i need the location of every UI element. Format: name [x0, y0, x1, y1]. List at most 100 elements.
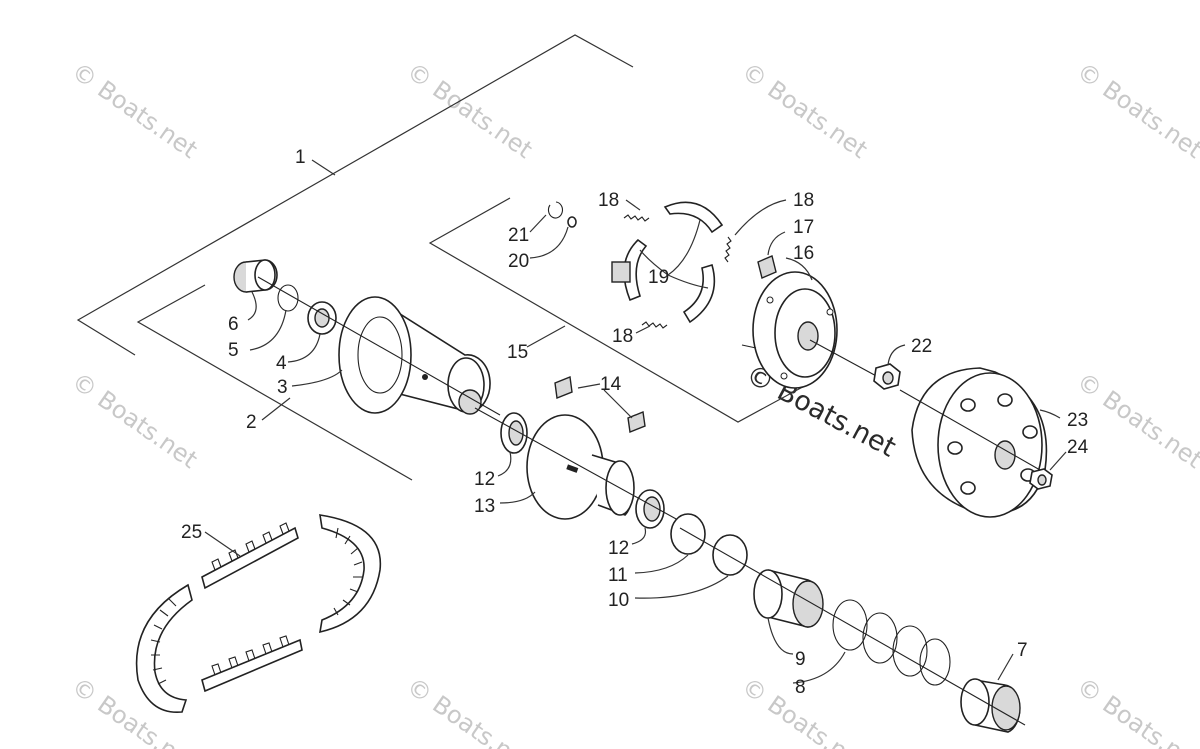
clutch-shoe-top	[663, 201, 724, 234]
drum-vent	[1022, 425, 1038, 439]
ball-bearing-inner	[314, 308, 330, 328]
leader-1	[311, 159, 336, 176]
spring-group	[634, 513, 1026, 733]
watermark: © Boats.net	[1072, 672, 1200, 749]
axis-line-drum	[899, 389, 1041, 471]
leader-6	[247, 291, 257, 321]
clutch-shoe-left	[623, 238, 648, 302]
leader-18a	[625, 199, 641, 211]
shoe-spring-top	[623, 214, 650, 222]
secondary-sheave-group	[474, 376, 679, 545]
callout-12a: 12	[474, 469, 495, 490]
callout-25: 25	[181, 522, 202, 543]
primary-shaft-group	[233, 259, 501, 416]
bracket-assembly-15	[428, 197, 811, 423]
axis-line-spring	[679, 527, 1026, 726]
collar-face	[991, 685, 1021, 731]
leader-15	[526, 325, 566, 348]
e-clip	[547, 201, 563, 219]
leader-14	[577, 383, 601, 389]
spring-coil	[892, 625, 928, 677]
callout-24: 24	[1067, 437, 1089, 458]
leader-4	[287, 333, 321, 363]
callout-12b: 12	[608, 538, 629, 559]
callout-18b: 18	[793, 190, 814, 211]
callout-15: 15	[507, 342, 528, 363]
belt-segment-right	[319, 514, 382, 634]
o-ring-10	[712, 534, 748, 576]
leader-13	[499, 491, 536, 504]
washer	[567, 216, 577, 228]
assembly-brackets	[76, 34, 811, 481]
belt-teeth-left	[150, 597, 177, 685]
belt-strip-upper	[201, 526, 299, 590]
clutch-shoe-group	[529, 199, 881, 389]
bracket-assembly-2	[136, 284, 413, 481]
leader-2	[261, 397, 291, 421]
callout-2: 2	[246, 412, 257, 433]
leader-22	[887, 344, 906, 366]
collar-rim	[960, 678, 990, 726]
leader-10	[634, 575, 729, 599]
lock-nut-bore	[1037, 474, 1047, 486]
callout-3: 3	[277, 377, 288, 398]
spring-seat-face	[792, 580, 824, 628]
sheave-hole	[422, 374, 428, 380]
callout-18c: 18	[612, 326, 633, 347]
callout-9: 9	[795, 649, 806, 670]
drive-sheave-hub	[357, 316, 403, 394]
callout-14: 14	[600, 374, 622, 395]
watermark: © Boats.net	[1072, 367, 1200, 474]
callout-4: 4	[276, 353, 287, 374]
leader-19	[639, 219, 709, 289]
leader-11	[634, 554, 689, 574]
roller-upper	[554, 376, 573, 399]
belt-strip-upper-teeth	[211, 522, 290, 571]
shoe-spring-bottom	[641, 321, 668, 329]
callout-16: 16	[793, 243, 814, 264]
callout-10: 10	[608, 590, 629, 611]
leader-5	[249, 309, 287, 351]
roller-lower	[627, 411, 646, 433]
plate-hole	[766, 296, 774, 304]
leader-3	[291, 369, 343, 387]
leader-17	[767, 231, 786, 256]
leader-7	[997, 653, 1014, 681]
callout-5: 5	[228, 340, 239, 361]
leader-18b	[734, 199, 787, 236]
axis-line-left	[257, 276, 501, 416]
callout-23: 23	[1067, 410, 1088, 431]
belt-segment-left	[135, 583, 193, 713]
watermark: © Boats.net	[737, 57, 873, 164]
drum-vent	[947, 441, 963, 455]
leader-8	[792, 651, 846, 684]
axis-line-center	[474, 407, 679, 521]
bushing-upper-bore	[508, 420, 524, 446]
callout-6: 6	[228, 314, 239, 335]
plate-hole	[780, 372, 788, 380]
callout-11: 11	[608, 565, 628, 586]
callout-19: 19	[648, 267, 669, 288]
callout-8: 8	[795, 677, 806, 698]
watermark: © Boats.net	[402, 57, 538, 164]
callout-13: 13	[474, 496, 495, 517]
callout-7: 7	[1017, 640, 1028, 661]
clutch-drum-group	[873, 344, 1067, 518]
leader-24	[1049, 451, 1067, 471]
callout-17: 17	[793, 217, 814, 238]
leader-23	[1039, 409, 1061, 419]
leader-20	[529, 226, 569, 259]
callout-20: 20	[508, 251, 529, 272]
axis-line-plate	[809, 339, 881, 379]
callout-21: 21	[508, 225, 529, 246]
leader-14b	[603, 389, 633, 419]
callout-1: 1	[295, 147, 306, 168]
callout-labels: 1 2 3 4 5 6 7 8 9 10 11 12 12 13 14 15 1…	[181, 147, 1089, 698]
watermark: © Boats.net	[67, 367, 203, 474]
leader-25	[204, 531, 241, 557]
leader-16	[785, 257, 813, 281]
spring-coil	[919, 638, 951, 686]
belt-strip-lower-teeth	[211, 635, 290, 676]
leader-12a	[497, 451, 512, 477]
